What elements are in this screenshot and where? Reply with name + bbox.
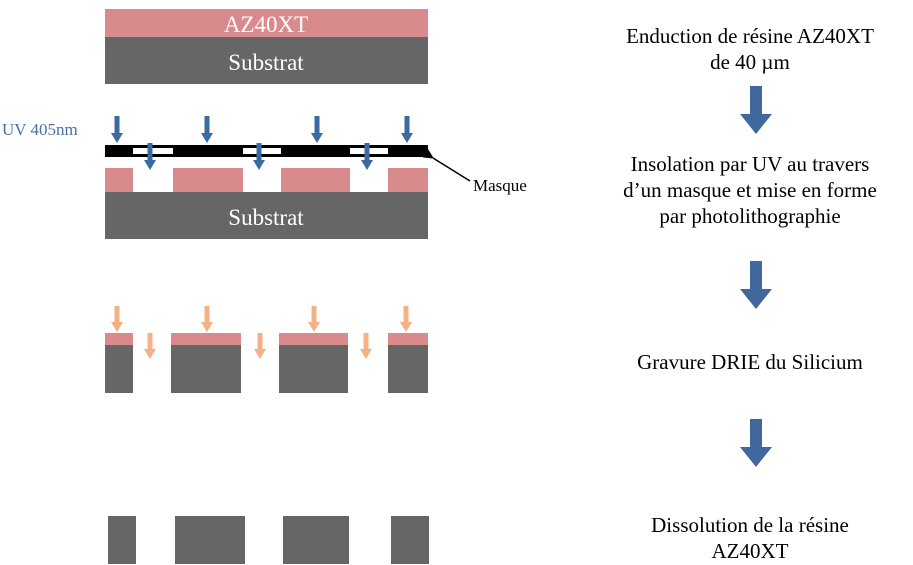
silicon-pillar <box>175 516 245 564</box>
resin-block <box>173 168 243 192</box>
down-arrow-icon <box>740 419 772 467</box>
silicon-pillar <box>283 516 349 564</box>
resin-block <box>388 168 428 192</box>
silicon-pillar <box>279 345 348 393</box>
silicon-pillar <box>108 516 136 564</box>
resin-block <box>281 168 350 192</box>
stage-etching <box>105 306 428 393</box>
down-arrow-icon <box>111 306 123 332</box>
silicon-pillar <box>171 345 241 393</box>
silicon-pillar <box>391 516 429 564</box>
stage-dissolution <box>108 516 429 564</box>
uv-arrows <box>111 116 413 170</box>
substrate-layer <box>105 37 428 84</box>
mask-opening <box>133 148 173 154</box>
resin-block <box>388 333 428 345</box>
down-arrow-icon <box>360 333 372 359</box>
silicon-pillar <box>388 345 428 393</box>
down-arrow-icon <box>400 306 412 332</box>
down-arrow-icon <box>740 86 772 134</box>
step-dissolution-text: Dissolution de la résine AZ40XT <box>651 513 849 563</box>
down-arrow-icon <box>740 261 772 309</box>
resin-block <box>171 333 241 345</box>
etch-arrows <box>111 306 412 359</box>
resin-block <box>105 333 133 345</box>
substrate-layer <box>105 192 428 239</box>
step-etching-text: Gravure DRIE du Silicium <box>637 350 863 374</box>
down-arrow-icon <box>201 306 213 332</box>
flow-arrows <box>740 86 772 467</box>
silicon-pillar <box>105 345 133 393</box>
down-arrow-icon <box>253 143 265 170</box>
uv-label: UV 405nm <box>2 120 78 139</box>
mask-label: Masque <box>473 176 527 195</box>
stage-coating: AZ40XT Substrat <box>105 9 428 84</box>
down-arrow-icon <box>401 116 413 143</box>
resin-layer <box>105 9 428 37</box>
step-coating-text: Enduction de résine AZ40XT de 40 µm <box>626 24 874 74</box>
down-arrow-icon <box>361 143 373 170</box>
down-arrow-icon <box>311 116 323 143</box>
mask-pointer-icon <box>422 149 471 182</box>
resin-block <box>279 333 348 345</box>
substrate-label: Substrat <box>228 50 304 75</box>
down-arrow-icon <box>254 333 266 359</box>
substrate-label: Substrat <box>228 205 304 230</box>
resin-block <box>105 168 133 192</box>
down-arrow-icon <box>144 333 156 359</box>
down-arrow-icon <box>201 116 213 143</box>
down-arrow-icon <box>111 116 123 143</box>
mask-opening <box>243 148 281 154</box>
down-arrow-icon <box>144 143 156 170</box>
stage-exposure: UV 405nm Substrat Masque <box>2 116 527 239</box>
resin-label: AZ40XT <box>224 12 308 37</box>
down-arrow-icon <box>308 306 320 332</box>
step-exposure-text: Insolation par UV au travers d’un masque… <box>623 152 877 228</box>
